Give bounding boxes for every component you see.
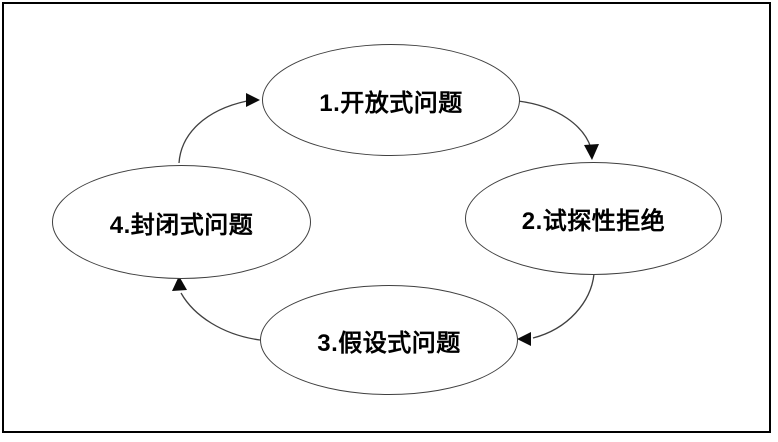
arrowhead-1-to-2 [584,144,599,160]
edge-4-to-1 [178,100,248,164]
arrowhead-4-to-1 [246,93,260,107]
diagram-border: 1.开放式问题 2.试探性拒绝 3.假设式问题 4.封闭式问题 [2,2,771,433]
node-hypothetical-question-label: 3.假设式问题 [317,329,461,357]
node-open-question: 1.开放式问题 [262,44,520,156]
edge-2-to-3 [532,273,595,339]
edge-3-to-4 [180,292,261,341]
node-closed-question-label: 4.封闭式问题 [109,211,254,239]
arrowhead-2-to-3 [517,332,531,346]
edge-1-to-2 [517,100,592,149]
node-hypothetical-question: 3.假设式问题 [260,285,518,395]
node-tentative-rejection-label: 2.试探性拒绝 [521,208,666,235]
node-closed-question: 4.封闭式问题 [52,165,311,279]
node-open-question-label: 1.开放式问题 [319,89,463,117]
node-tentative-rejection: 2.试探性拒绝 [465,162,722,275]
